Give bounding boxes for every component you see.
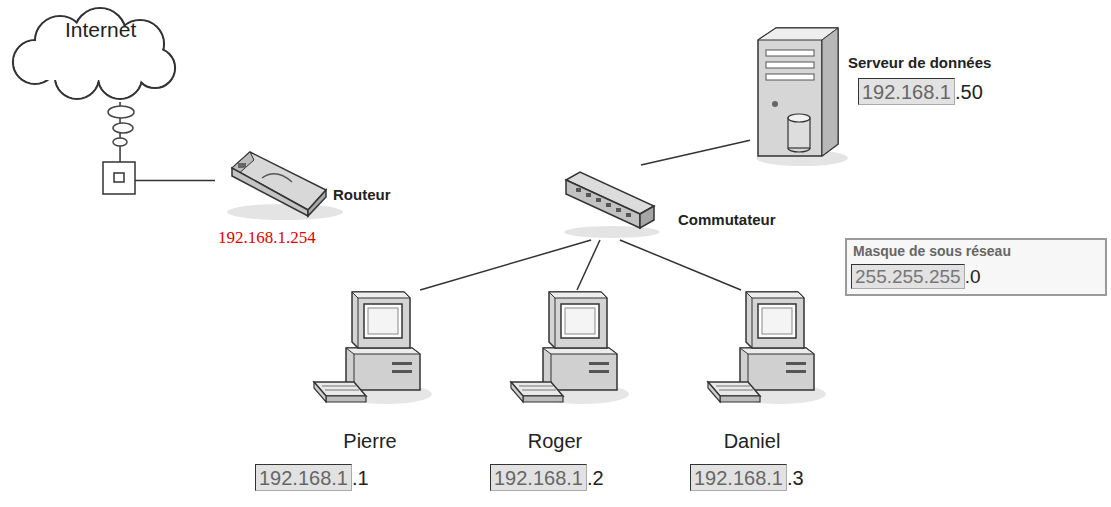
- switch-icon: [564, 172, 660, 238]
- network-cable: [641, 140, 750, 165]
- ip-host: .3: [787, 466, 804, 490]
- computer-icon: [511, 292, 629, 404]
- wall-socket: [103, 162, 135, 194]
- network-cable: [577, 240, 600, 290]
- ip-network: 192.168.1: [255, 464, 352, 491]
- computer-icons: [314, 292, 826, 404]
- text-group: Commutateur: [678, 211, 776, 228]
- router-node: Routeur 192.168.1.254: [215, 148, 430, 253]
- ip-network: 192.168.1: [858, 78, 955, 105]
- computer-node: Pierre 192.168.1.1: [250, 290, 455, 500]
- ip-address: 192.168.1.254: [218, 228, 316, 248]
- ip-host: .2: [587, 466, 604, 490]
- computer-icon: [314, 292, 432, 404]
- network-cable: [420, 240, 591, 290]
- text-group: Serveur de données: [848, 54, 991, 71]
- text-group: Roger: [528, 430, 582, 453]
- computer-icon: [708, 292, 826, 404]
- computer-node: Roger 192.168.1.2: [485, 290, 685, 500]
- subnet-mask-box: Masque de sous réseau 255.255.255.0: [845, 238, 1107, 296]
- router-icon: [227, 152, 343, 220]
- server-node: Serveur de données 192.168.1.50: [750, 20, 1015, 165]
- text-group: 192.168.1.1: [255, 464, 369, 491]
- text-group: Pierre: [343, 430, 396, 453]
- text-group: 192.168.1.3: [690, 464, 804, 491]
- user-name: Daniel: [724, 430, 781, 453]
- user-name: Roger: [528, 430, 582, 453]
- device-label: Routeur: [333, 186, 391, 203]
- ip-host: .50: [955, 80, 983, 104]
- text-group: 255.255.255.0: [851, 264, 981, 289]
- ip-network: 192.168.1: [690, 464, 787, 491]
- text-group: Daniel: [724, 430, 781, 453]
- box-title: Masque de sous réseau: [853, 243, 1011, 259]
- wireless-bubbles: [108, 106, 134, 146]
- text-group: Routeur: [333, 186, 391, 203]
- text-group: Internet: [65, 18, 136, 42]
- cloud-label: Internet: [65, 18, 136, 42]
- computer-node: Daniel 192.168.1.3: [685, 290, 885, 500]
- text-group: Masque de sous réseau: [853, 243, 1011, 259]
- ip-host: .1: [352, 466, 369, 490]
- mask-network: 255.255.255: [851, 264, 965, 289]
- text-group: 192.168.1.50: [858, 78, 983, 105]
- switch-node: Commutateur: [560, 165, 830, 240]
- mask-host: .0: [965, 265, 981, 288]
- text-group: 192.168.1.2: [490, 464, 604, 491]
- server-icon: [756, 28, 848, 166]
- ip-network: 192.168.1: [490, 464, 587, 491]
- user-name: Pierre: [343, 430, 396, 453]
- text-group: 192.168.1.254: [218, 228, 316, 248]
- network-cable: [620, 240, 741, 290]
- device-label: Commutateur: [678, 211, 776, 228]
- device-label: Serveur de données: [848, 54, 991, 71]
- cloud: Internet: [5, 5, 178, 102]
